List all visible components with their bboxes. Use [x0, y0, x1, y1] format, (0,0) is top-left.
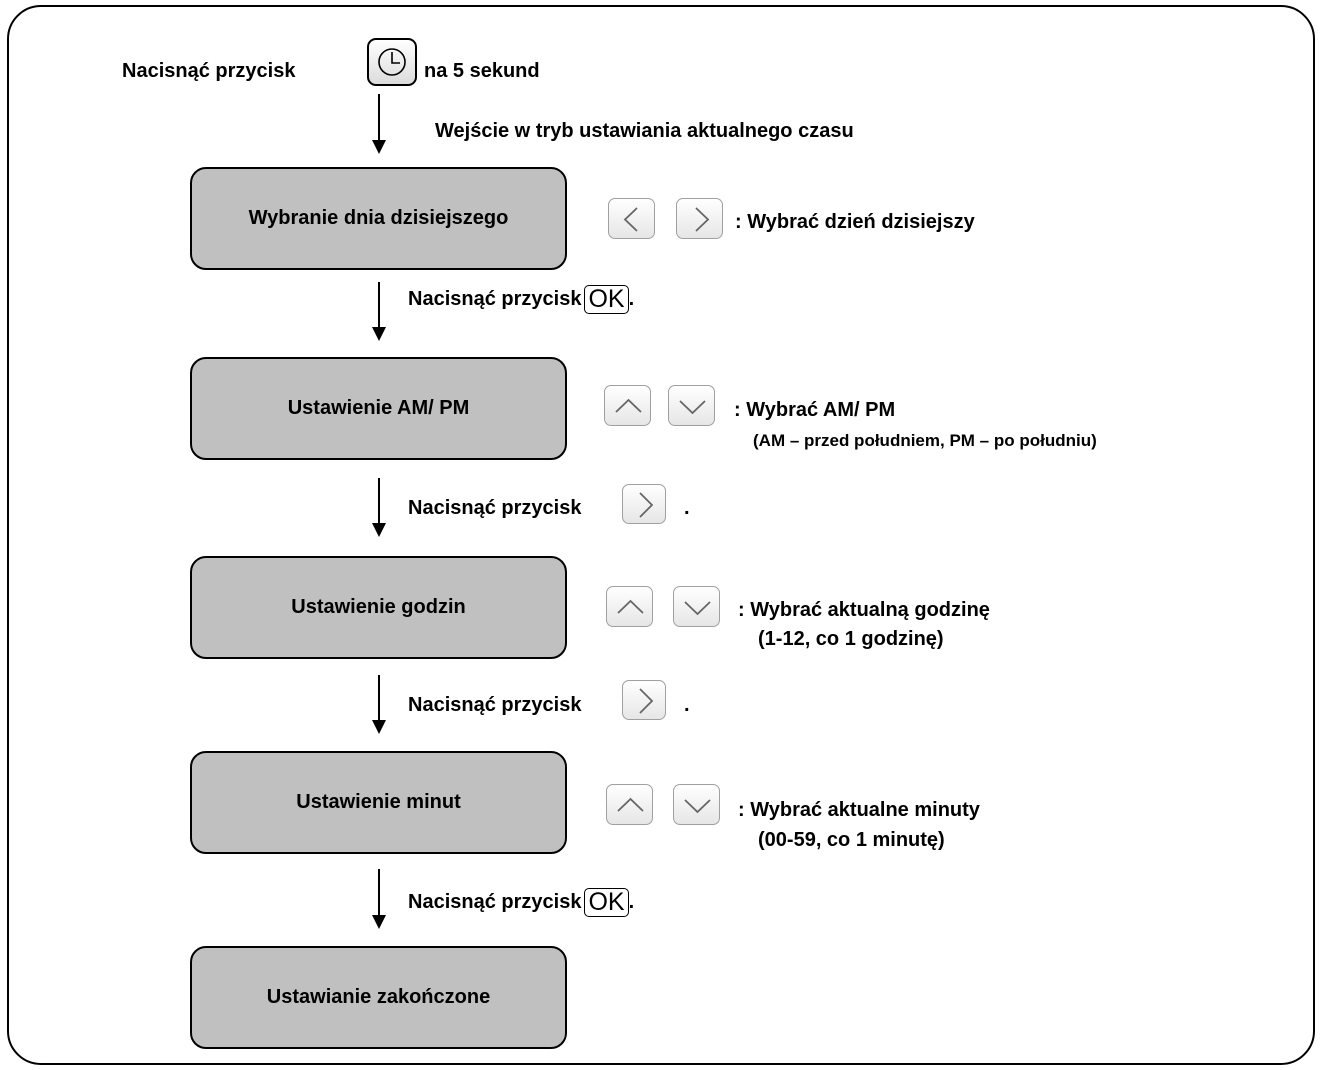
- step-label: Wybranie dnia dzisiejszego: [248, 207, 509, 229]
- step-select-day: Wybranie dnia dzisiejszego: [190, 167, 567, 270]
- right-arrow-icon: [695, 207, 710, 232]
- step-label: Ustawienie minut: [296, 791, 461, 813]
- up-button[interactable]: [606, 586, 653, 627]
- right-button[interactable]: [676, 198, 723, 239]
- down-arrow-icon: [679, 400, 706, 415]
- down-button[interactable]: [668, 385, 715, 426]
- intro-text-before: Nacisnąć przycisk: [122, 60, 296, 82]
- step-note: (1-12, co 1 godzinę): [758, 628, 944, 650]
- transition-suffix: .: [684, 694, 690, 716]
- up-button[interactable]: [606, 784, 653, 825]
- clock-icon: [378, 48, 406, 76]
- step-label: Ustawienie AM/ PM: [287, 397, 470, 419]
- step-note: (AM – przed południem, PM – po południu): [753, 431, 1097, 450]
- right-button[interactable]: [622, 484, 666, 524]
- flow-arrow: [369, 869, 389, 929]
- right-arrow-icon: [639, 492, 654, 518]
- flow-arrow: [369, 478, 389, 537]
- left-button[interactable]: [608, 198, 655, 239]
- flow-arrow: [369, 282, 389, 341]
- down-button[interactable]: [673, 784, 720, 825]
- up-arrow-icon: [617, 797, 644, 812]
- step-label: Ustawienie godzin: [291, 596, 466, 618]
- ok-button[interactable]: OK: [584, 888, 629, 917]
- enter-mode-text: Wejście w tryb ustawiania aktualnego cza…: [435, 120, 854, 142]
- transition-text: Nacisnąć przycisk: [408, 497, 582, 519]
- clock-button[interactable]: [367, 38, 417, 86]
- step-set-ampm: Ustawienie AM/ PM: [190, 357, 567, 460]
- step-action: : Wybrać AM/ PM: [734, 399, 896, 421]
- up-button[interactable]: [604, 385, 651, 426]
- right-arrow-icon: [639, 688, 654, 714]
- flow-arrow: [369, 675, 389, 734]
- step-action: : Wybrać aktualne minuty: [738, 799, 980, 821]
- transition-text: Nacisnąć przycisk: [408, 694, 582, 716]
- step-finished: Ustawianie zakończone: [190, 946, 567, 1049]
- intro-text-after: na 5 sekund: [424, 60, 540, 82]
- step-set-hours: Ustawienie godzin: [190, 556, 567, 659]
- right-button[interactable]: [622, 680, 666, 720]
- step-set-minutes: Ustawienie minut: [190, 751, 567, 854]
- step-note: (00-59, co 1 minutę): [758, 829, 945, 851]
- step-label: Ustawianie zakończone: [266, 986, 491, 1008]
- step-action: : Wybrać dzień dzisiejszy: [735, 211, 975, 233]
- down-arrow-icon: [684, 799, 711, 814]
- down-arrow-icon: [684, 601, 711, 616]
- transition-suffix: .: [684, 497, 690, 519]
- down-button[interactable]: [673, 586, 720, 627]
- step-action: : Wybrać aktualną godzinę: [738, 599, 990, 621]
- up-arrow-icon: [615, 398, 642, 413]
- flow-arrow: [369, 94, 389, 154]
- left-arrow-icon: [623, 207, 638, 232]
- up-arrow-icon: [617, 599, 644, 614]
- ok-button[interactable]: OK: [584, 285, 629, 314]
- diagram-frame: [7, 5, 1315, 1065]
